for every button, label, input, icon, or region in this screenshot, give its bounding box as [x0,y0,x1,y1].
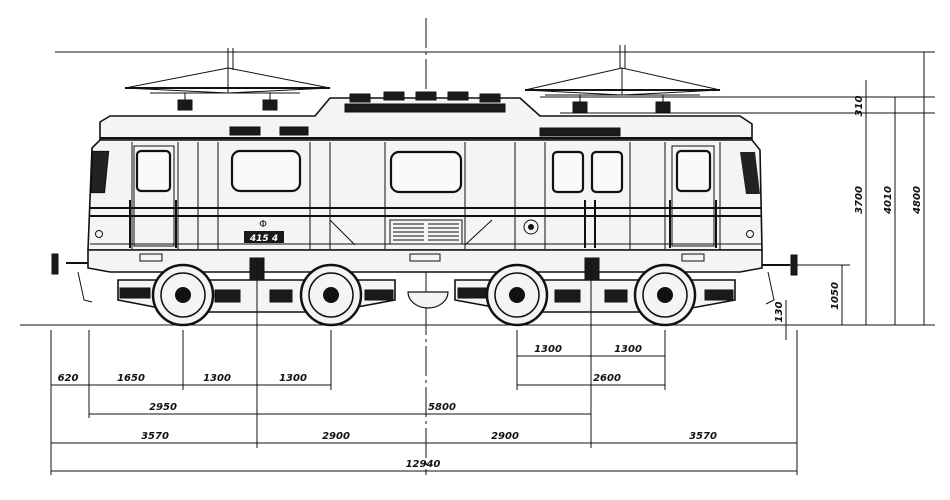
dim-1300-upper-left: 1300 [534,344,562,355]
louvres [95,200,754,248]
wheel-3 [485,263,549,327]
dim-2900-left: 2900 [322,431,350,442]
dim-2600: 2600 [593,373,621,384]
pantograph-right [524,45,721,113]
dim-2900-right: 2900 [491,431,519,442]
dim-2950: 2950 [149,402,177,413]
pantograph-left [124,48,331,111]
dim-1300-left-a: 1300 [203,373,231,384]
dim-3700: 3700 [854,186,865,214]
number-plate-text: 415 4 [249,234,278,244]
horizontal-dimensions: 1300 1300 620 1650 1300 1300 2600 2950 5… [58,344,717,470]
wheel-4 [633,263,697,327]
dim-620: 620 [58,373,79,384]
dim-4800: 4800 [912,186,923,215]
dim-12940: 12940 [406,459,441,470]
vertical-dimension-lines [785,52,925,340]
dim-4010: 4010 [883,186,894,215]
windows [90,149,760,194]
vertical-dimensions: 310 3700 4010 4800 1050 130 [774,96,923,323]
wheel-2 [299,263,363,327]
number-plate: Φ 415 4 [244,219,284,244]
dim-3570-left: 3570 [141,431,169,442]
horizontal-dimension-lines [51,355,797,472]
wheels [151,263,697,327]
dim-130: 130 [774,302,785,323]
dim-310: 310 [854,96,865,117]
svg-text:Φ: Φ [259,219,267,230]
dim-1300-left-b: 1300 [279,373,307,384]
extension-lines [50,260,843,475]
dim-5800: 5800 [428,402,456,413]
dim-1300-upper-right: 1300 [614,344,642,355]
roof [99,91,753,141]
dim-1050: 1050 [830,282,841,310]
wheel-1 [151,263,215,327]
dim-1650: 1650 [117,373,145,384]
dim-3570-right: 3570 [689,431,717,442]
